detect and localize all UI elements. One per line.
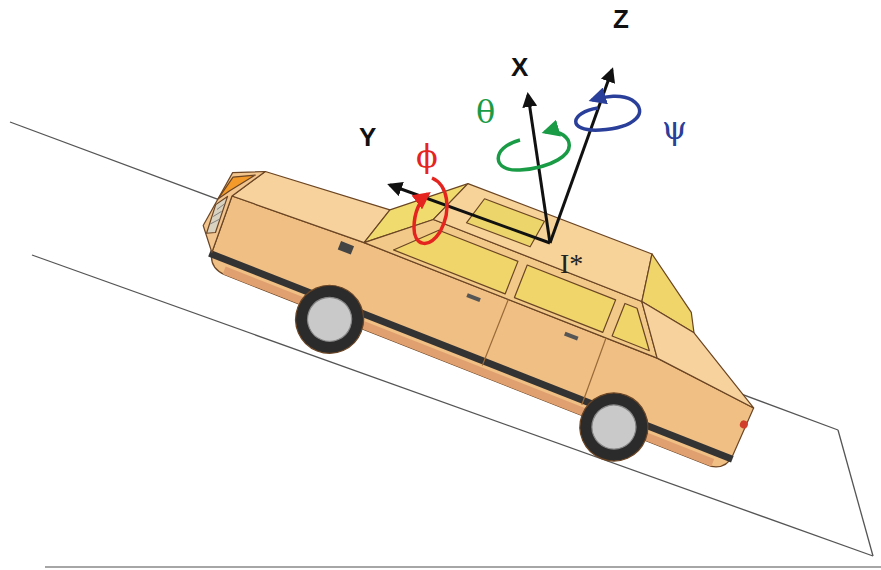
- axis-label: Z: [613, 6, 629, 32]
- point-label: I*: [560, 250, 583, 278]
- angle-label: ψ: [662, 112, 687, 144]
- axes: [390, 70, 612, 243]
- angle-label: ϕ: [416, 140, 438, 172]
- axis-label: X: [511, 54, 528, 80]
- incline: [10, 122, 881, 567]
- angle-label: θ: [476, 96, 495, 128]
- car: [176, 97, 794, 508]
- rotation-arrows: [414, 96, 640, 243]
- axis-label: Y: [359, 124, 376, 150]
